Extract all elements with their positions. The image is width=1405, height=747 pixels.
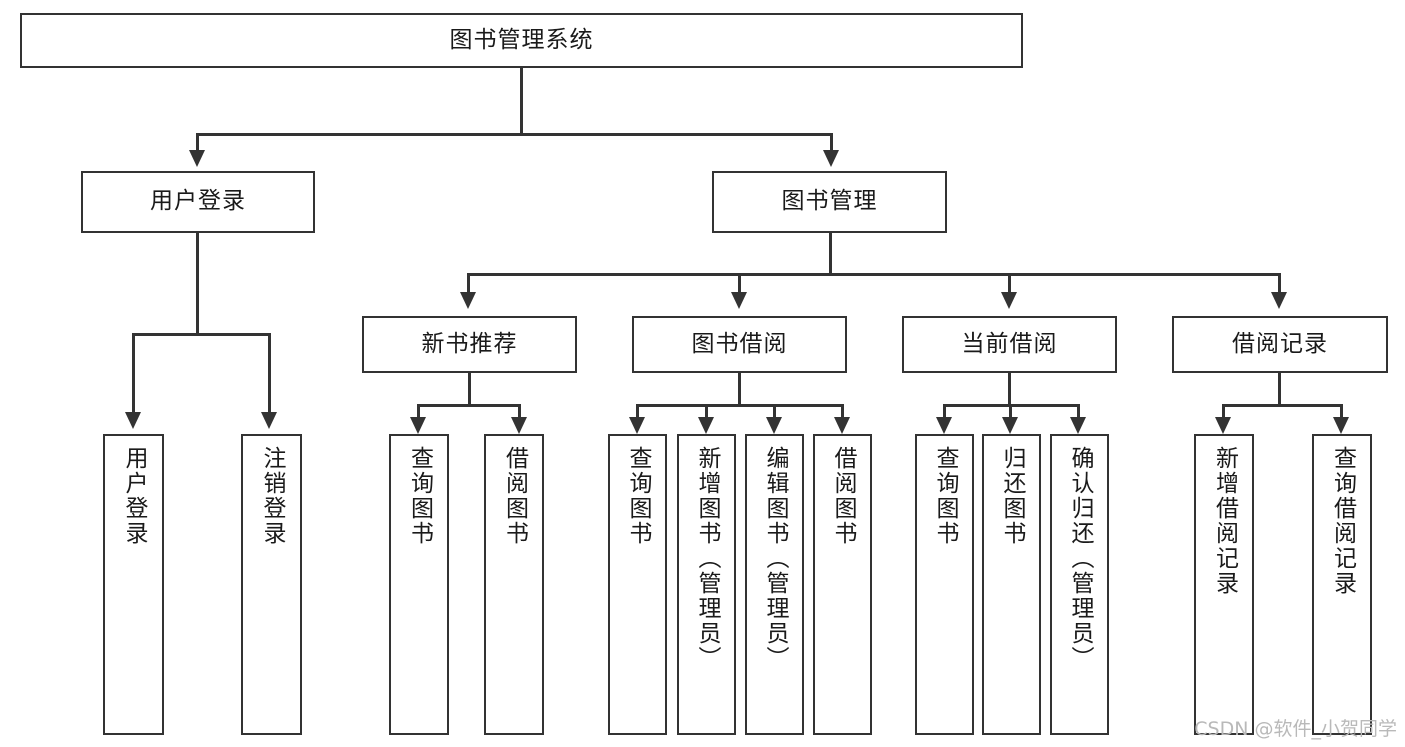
edge-new-book-d2 [518,404,521,420]
arrow-leaf-query-record [1333,417,1349,434]
edge-borrow-record-d1 [1222,404,1225,420]
edge-current-borrow-d1 [943,404,946,420]
leaf-query-borrow-record[interactable]: 查询借阅记录 [1312,434,1372,735]
node-root-system[interactable]: 图书管理系统 [20,13,1023,68]
edge-root-bar [196,133,833,136]
node-new-book-recommend[interactable]: 新书推荐 [362,316,577,373]
leaf-return-book[interactable]: 归还图书 [982,434,1041,735]
edge-current-borrow-stem [1008,373,1011,406]
arrow-to-new-book [460,292,476,309]
node-label: 图书管理 [781,188,878,215]
node-label: 查询图书 [932,446,958,546]
edge-user-login-bar [132,333,270,336]
arrow-leaf-borrow-book-2 [834,417,850,434]
arrow-leaf-edit-book [766,417,782,434]
node-label: 新增图书（管理员） [694,446,720,671]
leaf-query-book-new[interactable]: 查询图书 [389,434,449,735]
node-current-borrow[interactable]: 当前借阅 [902,316,1117,373]
node-label: 新增借阅记录 [1211,446,1238,596]
leaf-confirm-return-admin[interactable]: 确认归还（管理员） [1050,434,1109,735]
arrow-leaf-query-book-3 [936,417,952,434]
leaf-logout[interactable]: 注销登录 [241,434,302,735]
node-label: 借阅记录 [1232,330,1328,357]
edge-book-borrow-d3 [773,404,776,420]
node-label: 新书推荐 [421,330,518,357]
node-label: 编辑图书（管理员） [762,446,788,671]
edge-current-borrow-d2 [1009,404,1012,420]
leaf-borrow-book-new[interactable]: 借阅图书 [484,434,544,735]
arrow-leaf-borrow-book-1 [511,417,527,434]
leaf-query-book-borrow[interactable]: 查询图书 [608,434,667,735]
node-label: 注销登录 [259,446,285,546]
edge-book-mgmt-stem [829,233,832,275]
edge-to-book-borrow [738,273,741,295]
edge-book-borrow-d1 [636,404,639,420]
edge-to-current-borrow [1008,273,1011,295]
arrow-to-user-login [189,150,205,167]
node-label: 用户登录 [121,446,147,546]
node-label: 图书管理系统 [449,26,594,53]
arrow-to-book-mgmt [823,150,839,167]
arrow-to-book-borrow [731,292,747,309]
node-label: 查询图书 [406,446,433,546]
arrow-to-current-borrow [1001,292,1017,309]
node-borrow-record[interactable]: 借阅记录 [1172,316,1388,373]
node-label: 借阅图书 [501,446,528,546]
node-book-borrow[interactable]: 图书借阅 [632,316,847,373]
edge-current-borrow-d3 [1077,404,1080,420]
leaf-add-borrow-record[interactable]: 新增借阅记录 [1194,434,1254,735]
edge-user-login-left-drop [132,333,135,415]
edge-new-book-stem [468,373,471,406]
arrow-leaf-logout [261,412,277,429]
leaf-add-book-admin[interactable]: 新增图书（管理员） [677,434,736,735]
node-label: 当前借阅 [961,330,1058,357]
leaf-borrow-book-borrow[interactable]: 借阅图书 [813,434,872,735]
node-label: 借阅图书 [830,446,856,546]
arrow-leaf-query-book-2 [629,417,645,434]
edge-borrow-record-stem [1278,373,1281,406]
edge-user-login-right-drop [268,333,271,415]
arrow-leaf-add-record [1215,417,1231,434]
edge-book-borrow-bar [636,404,844,407]
arrow-to-borrow-record [1271,292,1287,309]
edge-root-stem [520,68,523,135]
edge-new-book-d1 [417,404,420,420]
edge-user-login-stem [196,233,199,335]
csdn-watermark: CSDN @软件_小贺同学 [1194,718,1397,740]
leaf-edit-book-admin[interactable]: 编辑图书（管理员） [745,434,804,735]
edge-root-to-book-mgmt [830,133,833,153]
arrow-leaf-add-book [698,417,714,434]
node-user-login[interactable]: 用户登录 [81,171,315,233]
edge-book-borrow-stem [738,373,741,406]
edge-book-mgmt-bar [467,273,1281,276]
arrow-leaf-return-book [1002,417,1018,434]
edge-book-borrow-d2 [705,404,708,420]
edge-new-book-bar [417,404,521,407]
leaf-query-book-current[interactable]: 查询图书 [915,434,974,735]
edge-root-to-user-login [196,133,199,153]
node-label: 归还图书 [999,446,1025,546]
arrow-leaf-confirm-return [1070,417,1086,434]
node-book-management[interactable]: 图书管理 [712,171,947,233]
node-label: 查询借阅记录 [1329,446,1356,596]
edge-borrow-record-d2 [1340,404,1343,420]
edge-borrow-record-bar [1222,404,1342,407]
edge-to-borrow-record [1278,273,1281,295]
node-label: 确认归还（管理员） [1067,446,1093,671]
node-label: 图书借阅 [691,330,788,357]
leaf-user-login[interactable]: 用户登录 [103,434,164,735]
node-label: 用户登录 [150,188,246,215]
arrow-leaf-query-book-1 [410,417,426,434]
edge-book-borrow-d4 [841,404,844,420]
arrow-leaf-user-login [125,412,141,429]
node-label: 查询图书 [625,446,651,546]
edge-to-new-book [467,273,470,295]
